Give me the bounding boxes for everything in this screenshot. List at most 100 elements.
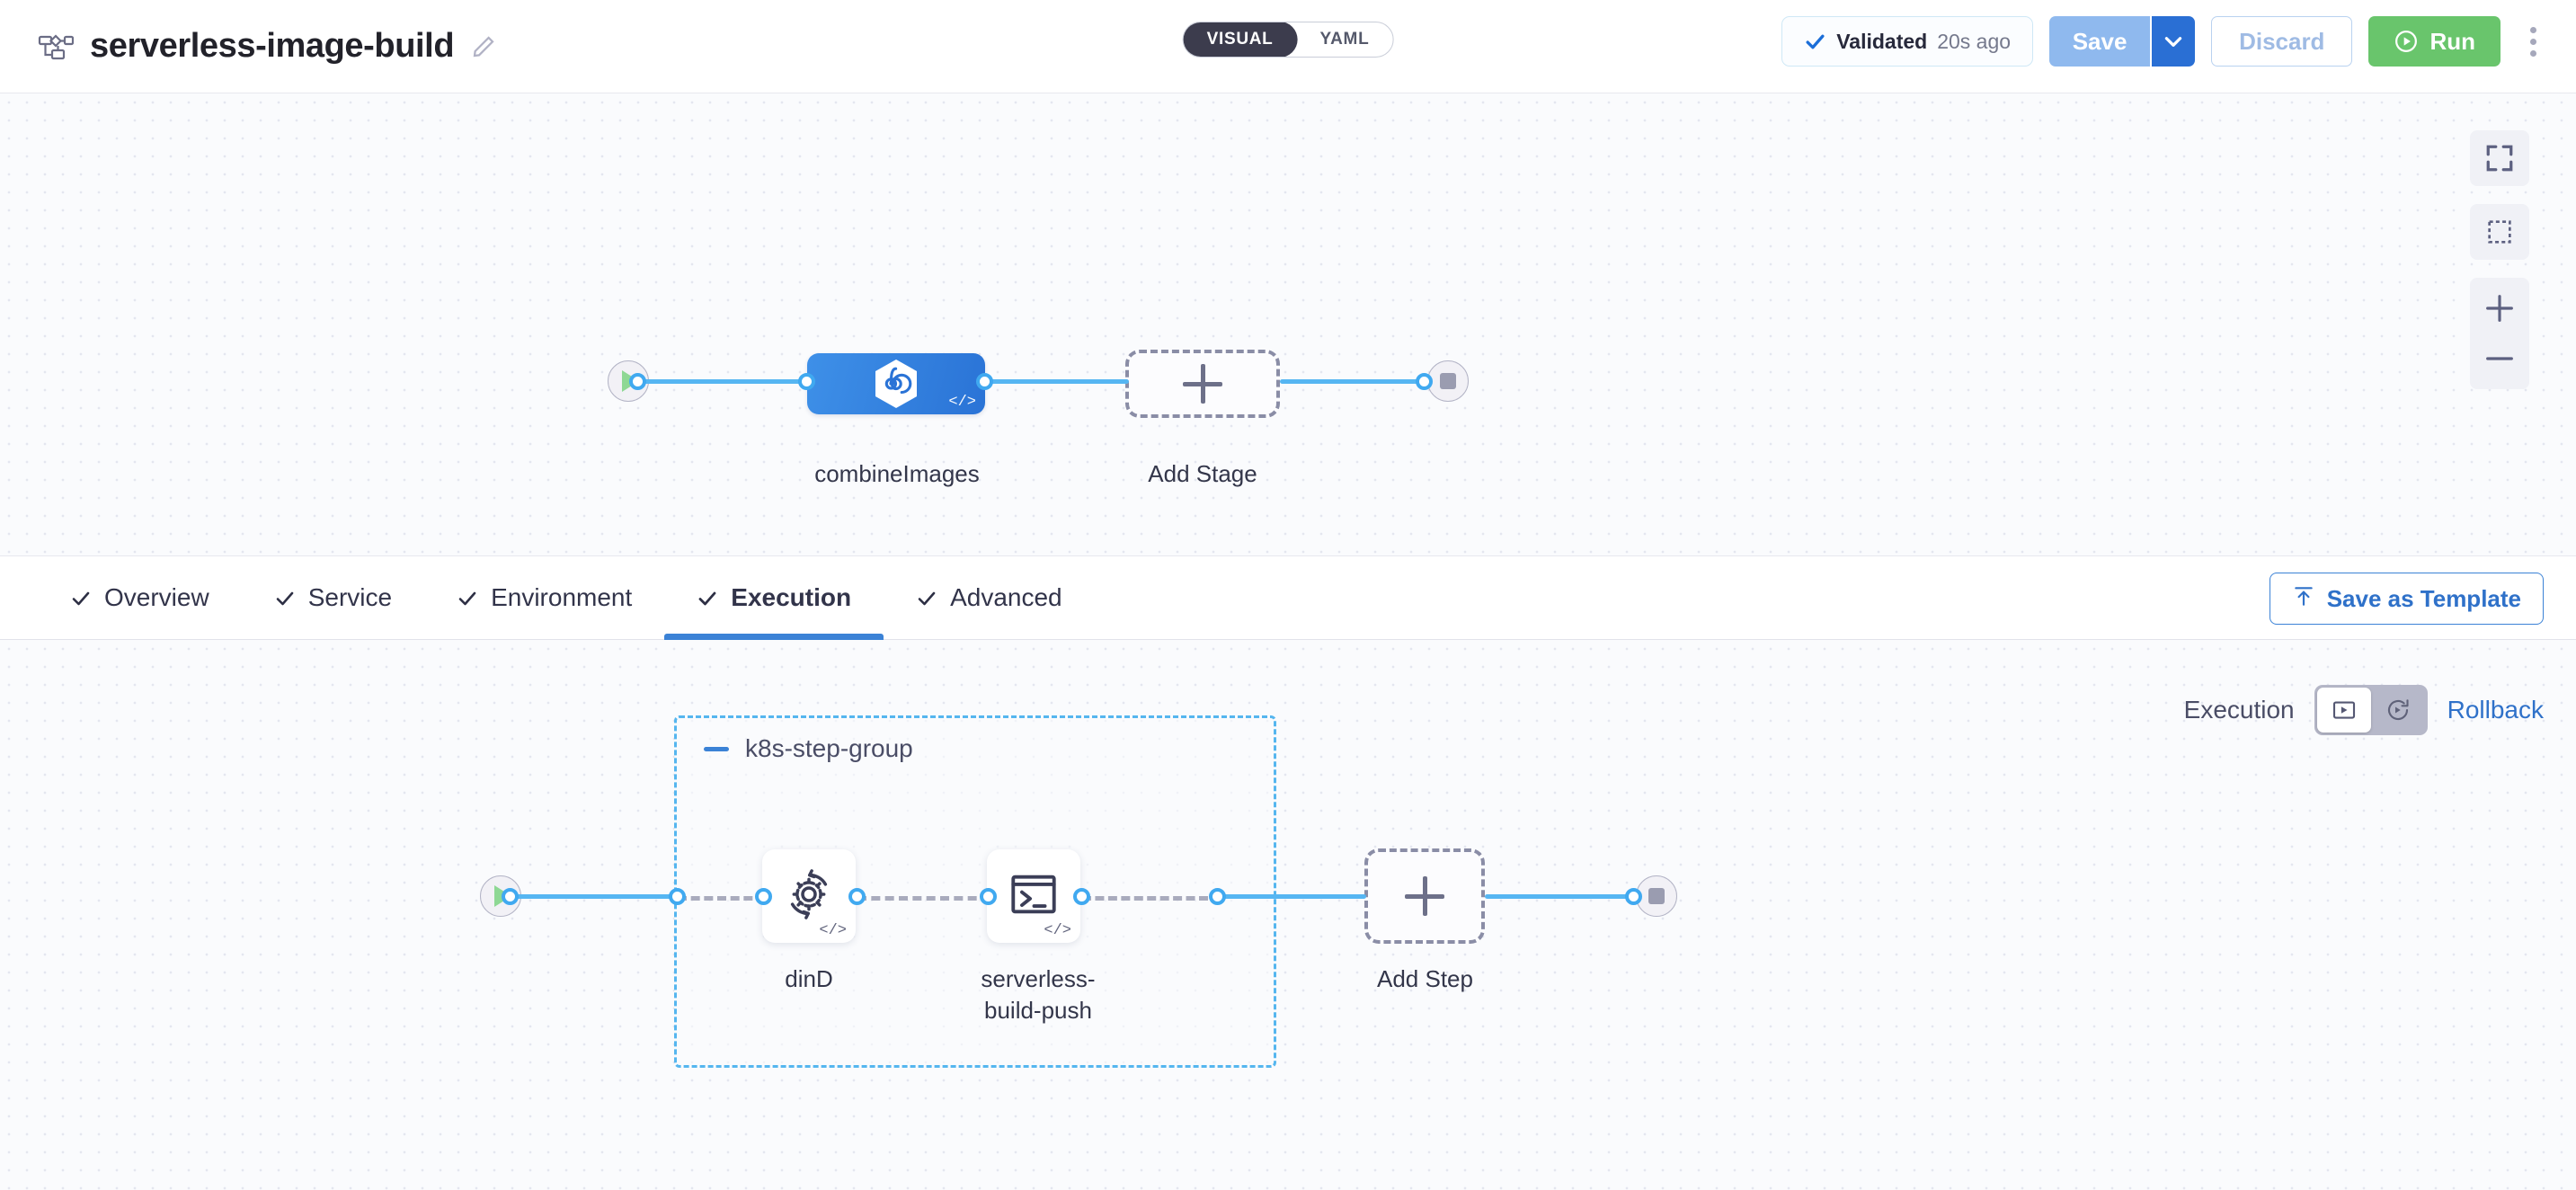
fit-to-screen-button[interactable] [2470, 130, 2529, 186]
tab-list: Overview Service Environment Execution A… [0, 556, 1095, 640]
rollback-label[interactable]: Rollback [2447, 696, 2544, 724]
link-add-to-end [1280, 379, 1424, 384]
pipeline-end-node[interactable] [1427, 360, 1469, 402]
harness-cd-hexagon-icon [871, 358, 921, 410]
save-split-button[interactable]: Save [2049, 16, 2196, 67]
validated-time: 20s ago [1937, 29, 2012, 53]
execution-canvas[interactable]: k8s-step-group </> dinD [0, 640, 2576, 1190]
build-out-port[interactable] [1073, 888, 1090, 905]
tab-execution[interactable]: Execution [664, 556, 884, 640]
stop-square-icon [1648, 888, 1665, 904]
dind-in-port[interactable] [755, 888, 772, 905]
mode-option-yaml[interactable]: YAML [1319, 30, 1370, 49]
build-in-port[interactable] [980, 888, 997, 905]
save-as-template-label: Save as Template [2326, 584, 2521, 612]
stage-label: combineImages [814, 460, 980, 487]
link-group-to-addstep [1218, 894, 1366, 899]
tab-advanced[interactable]: Advanced [884, 556, 1095, 639]
template-upload-icon [2292, 584, 2315, 614]
plus-icon [1405, 876, 1444, 916]
add-stage-button[interactable] [1125, 350, 1280, 418]
header-left-group: serverless-image-build [0, 27, 497, 66]
zoom-in-button[interactable] [2482, 290, 2518, 326]
tab-label: Environment [491, 583, 633, 611]
code-tag-icon: </> [819, 922, 847, 939]
validated-label: Validated [1836, 29, 1928, 53]
execution-end-node[interactable] [1636, 875, 1677, 917]
status-badge: Validated 20s ago [1781, 16, 2034, 67]
check-icon [457, 587, 478, 608]
execution-label: Execution [2183, 696, 2295, 724]
rollback-circular-arrow-icon[interactable] [2371, 688, 2425, 733]
plus-icon [1183, 364, 1222, 404]
step-label-serverless-build-push: serverless-build-push [981, 965, 1096, 1025]
stage-node-combineimages[interactable]: </> [807, 353, 985, 414]
zoom-controls [2470, 278, 2529, 389]
tab-label: Execution [731, 583, 852, 611]
zoom-out-button[interactable] [2482, 341, 2518, 377]
step-label-dind: dinD [785, 965, 833, 992]
add-step-label: Add Step [1377, 965, 1473, 992]
execution-play-box-icon[interactable] [2316, 688, 2371, 733]
start-out-port[interactable] [629, 373, 646, 390]
mode-option-visual[interactable]: VISUAL [1183, 22, 1298, 57]
minus-collapse-icon[interactable] [704, 746, 729, 751]
add-step-button[interactable] [1364, 848, 1485, 944]
step-node-serverless-build-push[interactable]: </> [987, 849, 1080, 943]
run-label: Run [2429, 27, 2475, 55]
execution-rollback-switch: Execution Rollback [2184, 685, 2544, 735]
group-in-port[interactable] [669, 888, 686, 905]
gear-refresh-icon [783, 868, 835, 925]
tab-environment[interactable]: Environment [424, 556, 664, 639]
link-addstep-to-end [1485, 894, 1633, 899]
pencil-edit-icon[interactable] [470, 33, 497, 60]
link-start-to-stage [638, 379, 809, 384]
stage-canvas[interactable]: </> combineImages Add Stage [0, 93, 2576, 555]
link-stage-to-add [985, 379, 1129, 384]
step-group-header: k8s-step-group [704, 734, 913, 763]
code-tag-icon: </> [1044, 922, 1071, 939]
stage-out-port[interactable] [976, 373, 993, 390]
step-node-dind[interactable]: </> [762, 849, 856, 943]
marquee-select-button[interactable] [2470, 204, 2529, 260]
canvas-controls [2470, 130, 2529, 389]
tab-label: Overview [104, 583, 209, 611]
link-start-to-group [511, 894, 681, 899]
check-icon [274, 587, 296, 608]
header-actions: Validated 20s ago Save Discard Run [1781, 16, 2549, 67]
stop-square-icon [1440, 373, 1456, 389]
play-circle-icon [2394, 29, 2419, 54]
save-dropdown-chevron-down-icon[interactable] [2152, 16, 2196, 67]
view-mode-toggle[interactable]: VISUAL YAML [1182, 22, 1394, 58]
save-button[interactable]: Save [2049, 16, 2153, 67]
stage-config-tabbar: Overview Service Environment Execution A… [0, 555, 2576, 640]
app-header: serverless-image-build VISUAL YAML Valid… [0, 0, 2576, 93]
save-as-template-button[interactable]: Save as Template [2269, 573, 2544, 625]
discard-button[interactable]: Discard [2211, 16, 2353, 67]
pipeline-flow-icon [38, 33, 75, 60]
kebab-menu-icon[interactable] [2517, 16, 2549, 67]
end-in-port[interactable] [1416, 373, 1433, 390]
exec-end-in-port[interactable] [1625, 888, 1642, 905]
stage-in-port[interactable] [798, 373, 815, 390]
dashed-link-group-to-dind [678, 896, 766, 901]
exec-start-out-port[interactable] [502, 888, 519, 905]
step-group-title: k8s-step-group [745, 734, 913, 762]
add-stage-label: Add Stage [1148, 460, 1257, 487]
execution-mode-toggle[interactable] [2314, 685, 2428, 735]
dashed-link-build-to-groupend [1082, 896, 1208, 901]
page-title: serverless-image-build [90, 27, 455, 65]
run-button[interactable]: Run [2368, 16, 2500, 67]
tab-label: Advanced [950, 583, 1062, 611]
check-icon [1804, 31, 1826, 53]
group-out-port[interactable] [1209, 888, 1226, 905]
tab-overview[interactable]: Overview [38, 556, 242, 639]
check-icon [916, 587, 937, 608]
check-icon [697, 587, 718, 608]
dind-out-port[interactable] [848, 888, 866, 905]
tab-service[interactable]: Service [242, 556, 424, 639]
terminal-shell-icon [1008, 868, 1060, 925]
tab-label: Service [307, 583, 393, 611]
check-icon [70, 587, 92, 608]
code-tag-icon: </> [948, 394, 976, 411]
